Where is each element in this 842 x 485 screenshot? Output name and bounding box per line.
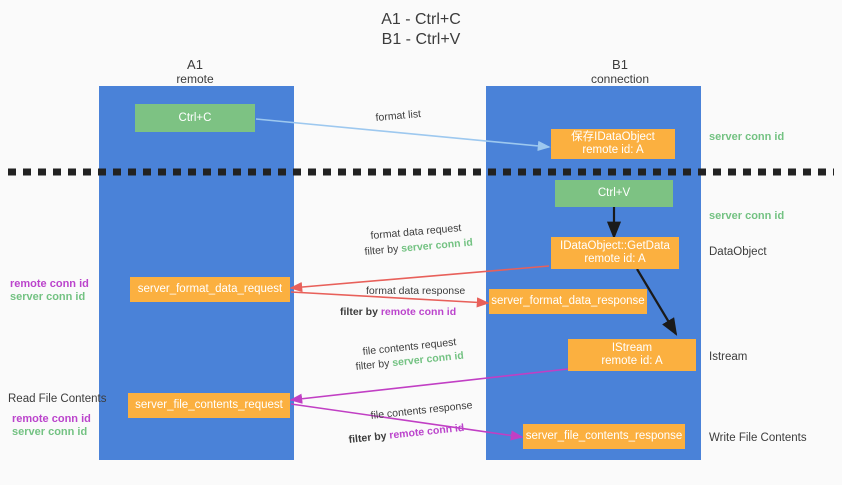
label-dataobject: DataObject: [709, 246, 767, 258]
title-line-1: A1 - Ctrl+C: [381, 11, 461, 28]
box-ctrl-v-label: Ctrl+V: [597, 187, 631, 199]
caption-file-contents-response-filter: filter by remote conn id: [348, 421, 465, 447]
caption-format-data-response-filter: filter by remote conn id: [340, 305, 456, 319]
box-istream[interactable]: IStream remote id: A: [568, 339, 696, 371]
box-server-format-data-response-label: server_format_data_response: [491, 295, 645, 307]
caption-file-contents-response: file contents response: [370, 399, 473, 422]
box-server-file-contents-request[interactable]: server_file_contents_request: [128, 393, 290, 418]
column-header-a1: A1 remote: [95, 57, 295, 87]
column-header-a1-sub: remote: [176, 72, 214, 86]
caption-format-data-response-filter-key: remote conn id: [380, 306, 457, 318]
column-header-a1-name: A1: [187, 57, 203, 72]
box-idataobject-getdata[interactable]: IDataObject::GetData remote id: A: [551, 237, 679, 269]
label-server-conn-id-mid: server conn id: [709, 210, 785, 222]
box-server-format-data-request[interactable]: server_format_data_request: [130, 277, 290, 302]
caption-format-data-response-filter-pre: filter by: [340, 306, 381, 318]
box-server-file-contents-request-label: server_file_contents_request: [135, 399, 283, 411]
box-idataobject-getdata-line2: remote id: A: [584, 253, 646, 265]
label-remote-conn-id-1: remote conn id: [10, 278, 89, 290]
caption-format-data-request-filter-pre: filter by: [364, 242, 402, 258]
column-header-b1: B1 connection: [520, 57, 720, 87]
box-ctrl-v[interactable]: Ctrl+V: [555, 180, 673, 207]
column-header-b1-name: B1: [612, 57, 628, 72]
caption-format-list: format list: [375, 108, 422, 124]
label-remote-conn-id-2: remote conn id: [12, 413, 91, 425]
caption-file-contents-response-filter-pre: filter by: [348, 429, 390, 446]
box-server-file-contents-response-label: server_file_contents_response: [525, 430, 683, 442]
label-server-conn-id-2: server conn id: [12, 426, 88, 438]
caption-file-contents-request-filter-pre: filter by: [355, 357, 393, 373]
label-istream: Istream: [709, 351, 748, 363]
box-ctrl-c-label: Ctrl+C: [178, 111, 212, 124]
diagram-title: A1 - Ctrl+C B1 - Ctrl+V: [0, 10, 842, 50]
caption-file-contents-response-filter-key: remote conn id: [388, 421, 465, 442]
label-write-file-contents: Write File Contents: [709, 432, 807, 444]
box-idataobject-getdata-line1: IDataObject::GetData: [560, 240, 670, 252]
title-line-2: B1 - Ctrl+V: [381, 31, 461, 48]
box-server-file-contents-response[interactable]: server_file_contents_response: [523, 424, 685, 449]
box-save-idataobject-line2: remote id: A: [582, 144, 644, 156]
box-istream-line2: remote id: A: [601, 355, 663, 367]
box-ctrl-c[interactable]: Ctrl+C: [135, 104, 255, 132]
label-read-file-contents: Read File Contents: [8, 393, 107, 405]
box-save-idataobject[interactable]: 保存IDataObject remote id: A: [551, 129, 675, 159]
column-header-b1-sub: connection: [590, 72, 650, 86]
box-save-idataobject-line1: 保存IDataObject: [571, 131, 655, 143]
caption-format-data-response: format data response: [366, 285, 466, 297]
label-server-conn-id-1: server conn id: [10, 291, 86, 303]
box-istream-line1: IStream: [611, 342, 653, 354]
box-server-format-data-request-label: server_format_data_request: [137, 283, 283, 295]
box-server-format-data-response[interactable]: server_format_data_response: [489, 289, 647, 314]
label-server-conn-id-top: server conn id: [709, 131, 785, 143]
